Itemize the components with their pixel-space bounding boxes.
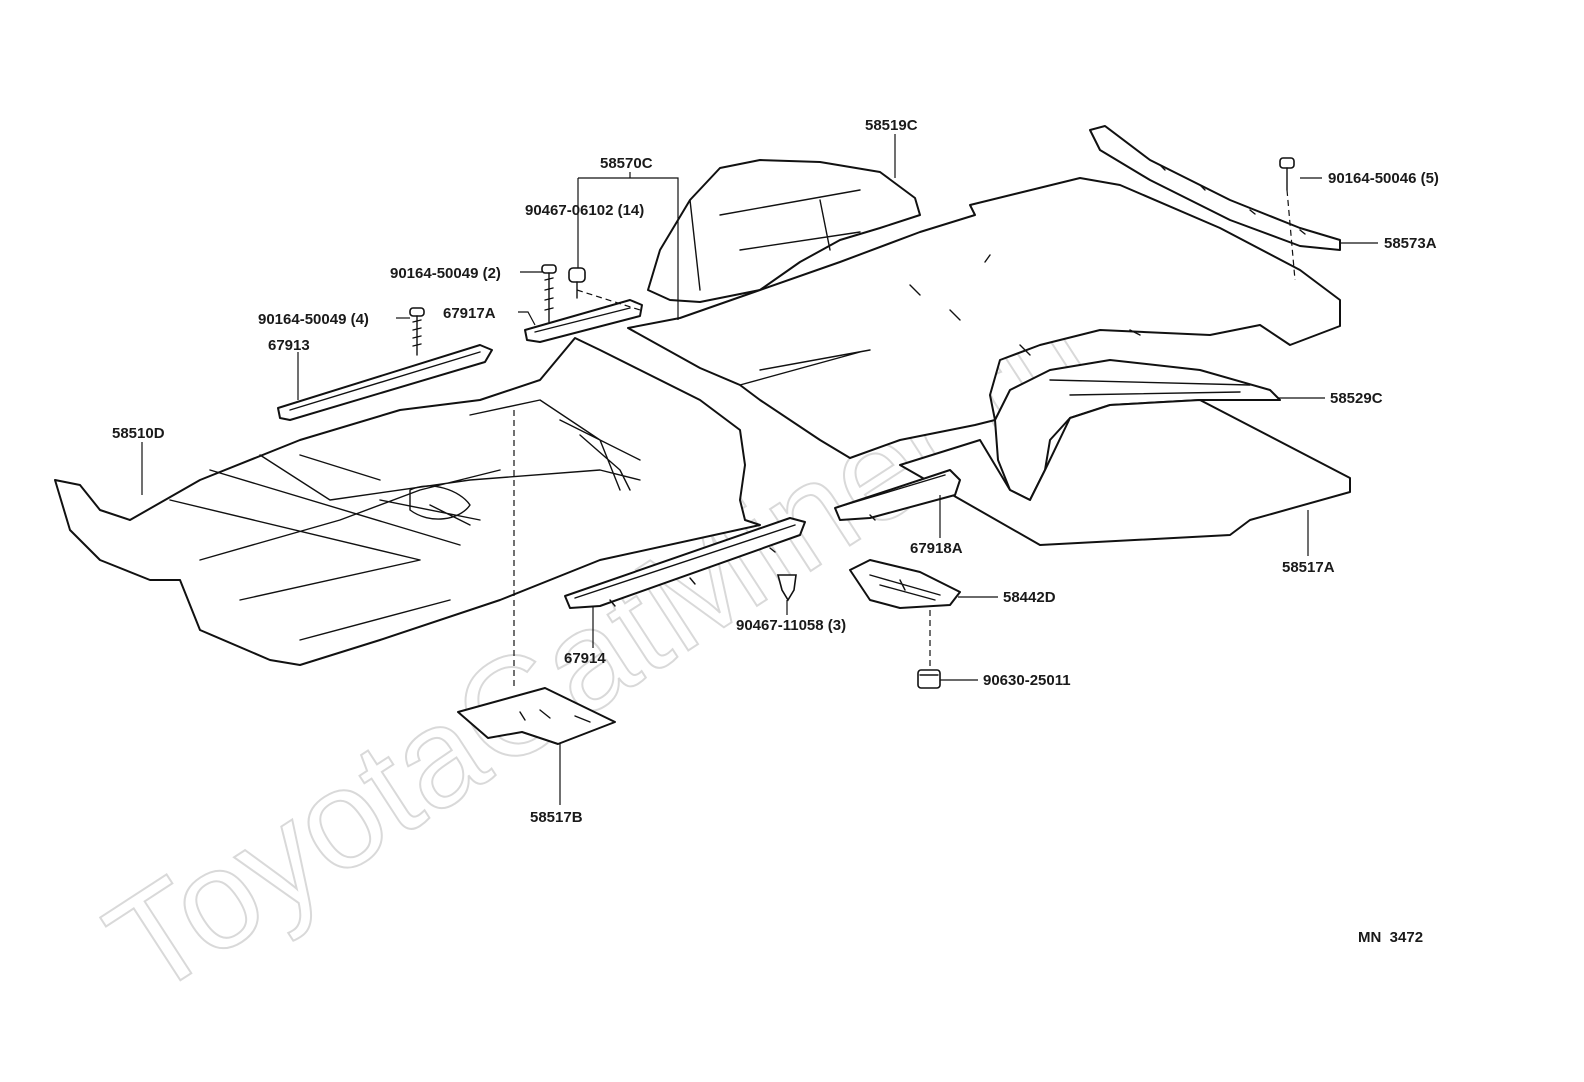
label-67913: 67913 <box>268 337 310 354</box>
leader-lines <box>141 134 1378 805</box>
clip-90467-06102-icon <box>568 267 586 299</box>
part-58510D-front-floor <box>54 337 761 666</box>
label-67917A: 67917A <box>443 305 496 322</box>
part-58519C-dash-panel <box>647 159 921 303</box>
screw-90164-50049-4-icon <box>409 307 425 356</box>
label-90164-50046: 90164-50046 (5) <box>1328 170 1439 187</box>
label-90630-25011: 90630-25011 <box>983 672 1071 689</box>
label-90164-50049-4: 90164-50049 (4) <box>258 311 369 328</box>
drawing-number: MN 3472 <box>1358 929 1423 946</box>
label-58442D: 58442D <box>1003 589 1056 606</box>
label-58570C: 58570C <box>600 155 653 172</box>
part-67917A-step-plate <box>524 299 643 343</box>
label-90164-50049-2: 90164-50049 (2) <box>390 265 501 282</box>
part-67914-sill-plate <box>564 517 806 609</box>
screw-90164-50046-icon <box>1279 157 1295 191</box>
label-58529C: 58529C <box>1330 390 1383 407</box>
label-90467-11058: 90467-11058 (3) <box>736 617 846 634</box>
label-67918A: 67918A <box>910 540 963 557</box>
part-58573A-rear-strip <box>1089 125 1341 251</box>
part-rear-floor-panel <box>627 177 1341 459</box>
part-58517A-rear-floor <box>899 399 1351 546</box>
label-90467-06102: 90467-06102 (14) <box>525 202 644 219</box>
part-67913-step-plate <box>277 344 493 421</box>
part-67918A-step-plate <box>834 469 961 521</box>
screw-90164-50049-2-icon <box>541 264 557 323</box>
part-58442D-bracket <box>849 559 961 609</box>
label-58519C: 58519C <box>865 117 918 134</box>
clip-90467-11058-icon <box>776 574 797 602</box>
label-58517B: 58517B <box>530 809 583 826</box>
part-labels: 58519C 58570C 90467-06102 (14) 90164-500… <box>112 117 1439 826</box>
label-67914: 67914 <box>564 650 606 667</box>
plug-90630-25011-icon <box>917 669 941 689</box>
label-58573A: 58573A <box>1384 235 1437 252</box>
attachment-lines <box>513 189 1296 690</box>
label-58510D: 58510D <box>112 425 165 442</box>
label-58517A: 58517A <box>1282 559 1335 576</box>
part-58517B-floor-piece <box>457 687 616 745</box>
